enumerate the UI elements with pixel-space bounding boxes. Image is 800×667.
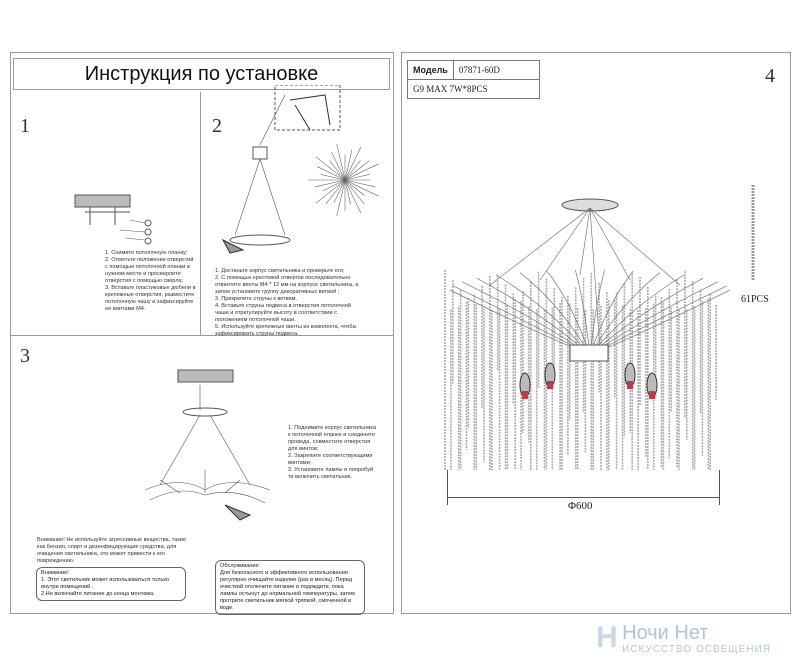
chandelier-drawing (444, 198, 730, 470)
step1-illustration (74, 194, 152, 245)
divider-horizontal (10, 335, 393, 336)
diameter-label: Φ600 (568, 500, 593, 512)
warning-text: Внимание! Не используйте агрессивные вещ… (37, 537, 187, 564)
right-page (401, 52, 791, 614)
step3-instructions: 1. Поднимите корпус светильника к потоло… (288, 425, 377, 480)
step-3-number: 3 (20, 345, 30, 367)
service-box: Обслуживание: Для безопасного и эффектив… (215, 560, 365, 615)
watermark-logo: H Ночи Нет ИСКУССТВО ОСВЕЩЕНИЯ (596, 621, 771, 656)
diameter-line (447, 497, 719, 498)
diameter-tick-left (447, 470, 448, 505)
step-1-number: 1 (20, 115, 30, 137)
step2-instructions: 1. Достаньте корпус светильника и провер… (215, 268, 359, 337)
logo-icon: H (596, 621, 618, 654)
step1-instructions: 1. Снимите потолочную планку; 2. Отметьт… (105, 250, 196, 312)
attention-box: Внимание! 1. Этот светильник может испол… (36, 567, 186, 601)
lamp-spec: G9 MAX 7W*8PCS (407, 79, 540, 99)
pcs-label: 61PCS (741, 294, 769, 305)
model-label: Модель (407, 60, 454, 80)
page-title: Инструкция по установке (13, 58, 390, 90)
model-value: 07871-60D (452, 60, 540, 80)
step-2-number: 2 (212, 115, 222, 137)
crystal-string-drawing (751, 185, 755, 280)
left-page (10, 52, 394, 614)
step3-illustration (144, 369, 271, 521)
step-4-number: 4 (765, 65, 775, 87)
logo-brand: Ночи Нет (622, 622, 709, 644)
diameter-tick-right (719, 470, 720, 505)
divider-vertical (200, 92, 201, 335)
logo-tagline: ИСКУССТВО ОСВЕЩЕНИЯ (622, 644, 771, 655)
step2-illustration (221, 85, 379, 254)
